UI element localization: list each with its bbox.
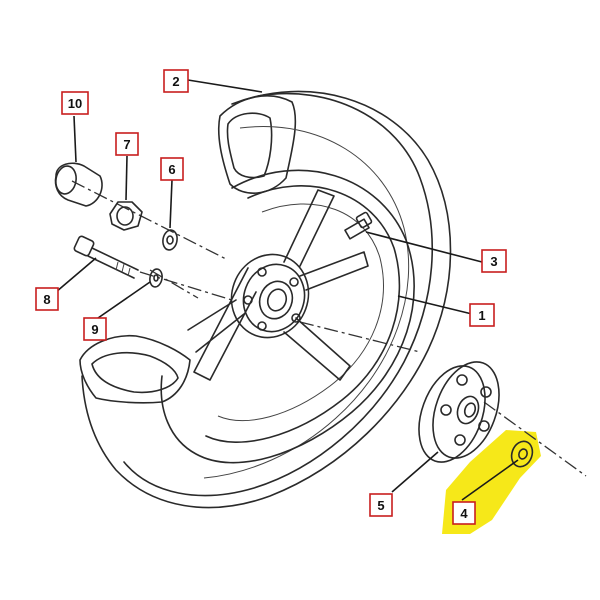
tire (79, 90, 452, 509)
lower-axle-line (149, 269, 199, 299)
callout-6: 6 (160, 157, 184, 181)
callout-9: 9 (83, 317, 107, 341)
svg-text:3: 3 (490, 254, 497, 269)
callout-10: 10 (61, 91, 89, 115)
svg-text:4: 4 (460, 506, 468, 521)
upper-axle-line (71, 180, 229, 261)
spacer-part-10 (54, 162, 103, 207)
svg-text:2: 2 (172, 74, 179, 89)
callout-2: 2 (163, 69, 189, 93)
cush-drive-damper (418, 361, 500, 463)
svg-text:1: 1 (478, 308, 485, 323)
wheel-spokes (187, 189, 369, 381)
svg-text:9: 9 (91, 322, 98, 337)
svg-text:8: 8 (43, 292, 50, 307)
leader-lines (55, 79, 519, 501)
callout-8: 8 (35, 287, 59, 311)
washer-part-6 (162, 229, 178, 251)
washer-part-4 (510, 440, 534, 468)
callout-1: 1 (469, 303, 495, 327)
callout-7: 7 (115, 132, 139, 156)
svg-text:6: 6 (168, 162, 175, 177)
svg-text:7: 7 (123, 137, 130, 152)
callout-3: 3 (481, 249, 507, 273)
svg-text:10: 10 (68, 96, 82, 111)
air-valve (344, 211, 373, 240)
axle-centerline (139, 271, 587, 477)
bolt-part-8 (73, 235, 139, 279)
wheel-hub (230, 253, 310, 339)
wheel-rim (160, 169, 415, 464)
callout-4: 4 (452, 501, 476, 525)
nut-part-7 (109, 201, 143, 231)
svg-text:5: 5 (377, 498, 384, 513)
callout-5: 5 (369, 493, 393, 517)
washer-part-9 (149, 268, 163, 288)
